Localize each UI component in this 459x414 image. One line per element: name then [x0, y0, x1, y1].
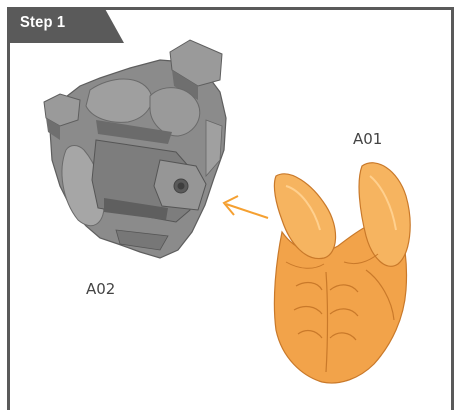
part-a01-image — [274, 163, 410, 383]
part-label-a02: A02 — [86, 280, 115, 298]
part-label-a01: A01 — [353, 130, 382, 148]
arrow-left-icon — [224, 196, 268, 218]
part-a02-image — [44, 40, 226, 258]
